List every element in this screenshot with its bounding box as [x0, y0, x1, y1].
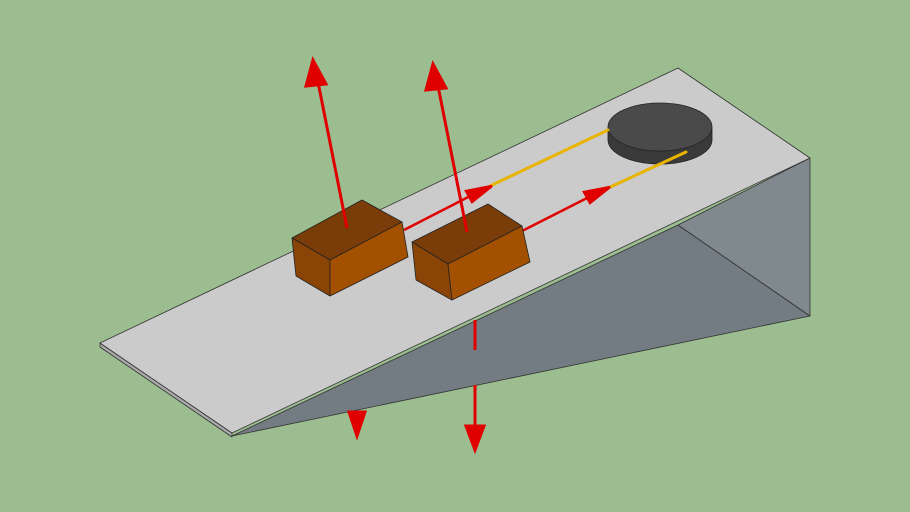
tension-arrowhead-2 [582, 185, 611, 205]
tension-line-1 [403, 191, 477, 232]
tension-arrowhead-1 [464, 184, 493, 204]
ramp-back-face [677, 157, 811, 317]
tension-arrows [403, 184, 611, 233]
block-2-front [447, 225, 531, 301]
block-1 [291, 199, 409, 297]
weight-arrowhead-2 [463, 424, 487, 455]
normal-force-1 [316, 81, 349, 229]
ropes [488, 128, 688, 191]
weight-arrowhead-1 [346, 410, 368, 441]
force-arrows [303, 55, 487, 455]
normal-arrowhead-1 [303, 55, 329, 88]
pulley-top [607, 102, 713, 152]
rope-2 [604, 150, 688, 191]
tension-line-2 [521, 193, 594, 233]
pulley [607, 102, 713, 165]
block-1-front [329, 221, 409, 297]
normal-force-2 [436, 85, 469, 233]
block-2 [411, 203, 531, 301]
rope-1 [488, 128, 610, 188]
normal-arrowhead-2 [423, 59, 449, 92]
